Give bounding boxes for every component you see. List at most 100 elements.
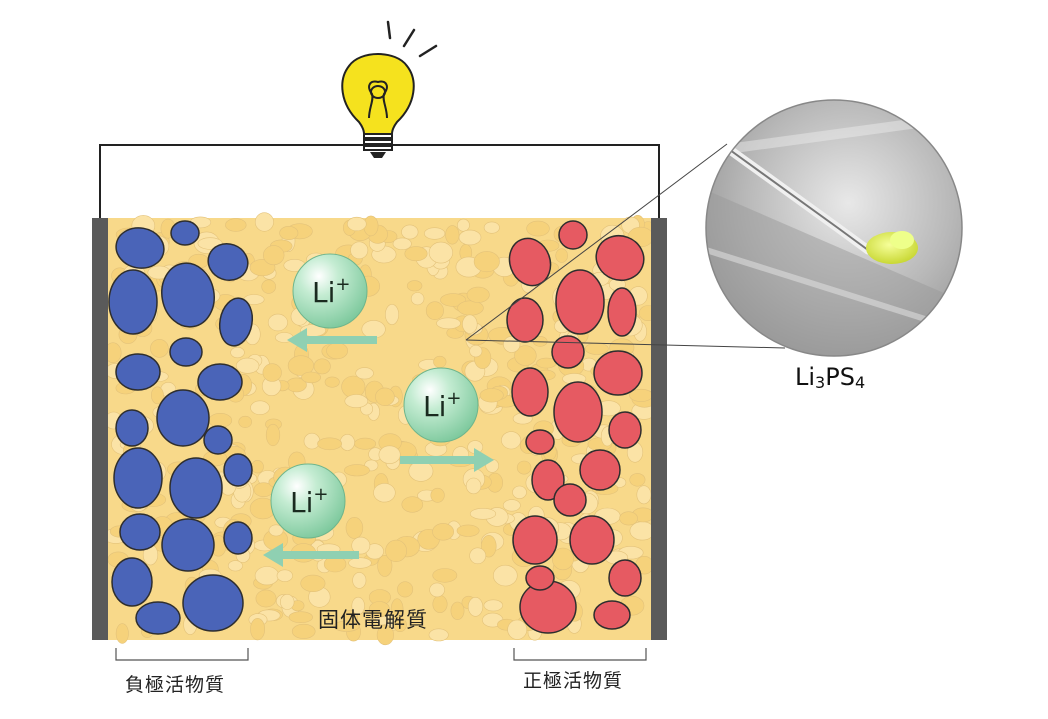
electrolyte-grain <box>301 371 322 384</box>
anode-particle <box>203 425 233 455</box>
electrolyte-grain <box>456 524 480 537</box>
electrolyte-grain <box>254 566 280 586</box>
anode-particle <box>169 337 203 367</box>
electrolyte-grain <box>428 628 449 642</box>
li3ps4-formula-label: Li3PS4 <box>795 363 865 392</box>
cathode-particle <box>593 350 643 396</box>
anode-particle <box>218 297 254 347</box>
cathode-particle <box>593 600 631 630</box>
cathode-particle <box>608 559 642 597</box>
electrolyte-grain <box>350 241 369 260</box>
electrolyte-grain <box>375 387 395 406</box>
cathode-particle <box>506 297 544 343</box>
electrolyte-grain <box>343 464 370 477</box>
electrolyte-grain <box>503 335 521 353</box>
electrolyte-grain <box>265 423 281 447</box>
cathode-particle <box>608 411 642 449</box>
formula-ps: PS <box>825 363 855 391</box>
electrolyte-grain <box>333 620 360 632</box>
ion-charge: + <box>313 484 328 505</box>
ion-symbol: Li <box>312 276 335 309</box>
zoom-line-upper <box>465 143 728 341</box>
anode-particle <box>115 227 165 269</box>
formula-sub-4: 4 <box>854 373 866 392</box>
lithium-ion-middle: Li+ <box>403 367 479 443</box>
electrolyte-grain <box>469 344 483 358</box>
electrolyte-grain <box>313 358 331 375</box>
cathode-particle <box>569 515 615 565</box>
cathode-particle <box>558 220 588 250</box>
electrolyte-grain <box>629 473 646 487</box>
electrolyte-grain <box>261 279 277 294</box>
electrolyte-grain <box>408 460 434 482</box>
electrolyte-grain <box>115 623 129 644</box>
electrolyte-grain <box>324 376 340 388</box>
electrolyte-grain <box>440 293 467 307</box>
formula-li: Li <box>795 363 816 391</box>
electrolyte-grain <box>479 388 504 403</box>
electrolyte-grain <box>280 594 295 610</box>
cathode-particles <box>506 220 645 634</box>
electrolyte-grain <box>483 221 500 234</box>
ion-charge: + <box>446 388 461 409</box>
ion-arrow-right-middle <box>400 448 494 472</box>
cathode-particle <box>531 459 565 501</box>
electrolyte-grain <box>457 300 484 316</box>
electrolyte-grain <box>150 386 164 405</box>
electrolyte-grain <box>254 212 274 232</box>
anode-particle <box>135 601 181 635</box>
electrolyte-grain <box>276 569 293 582</box>
electrolyte-grain <box>401 224 419 240</box>
electrolyte-grain <box>619 511 638 526</box>
electrolyte-grain <box>373 483 396 503</box>
electrolyte-grain <box>251 460 264 474</box>
electrolyte-grain <box>629 521 655 541</box>
anode-particle <box>223 521 253 555</box>
electrolyte-grain <box>584 342 609 355</box>
electrolyte-grain <box>300 574 326 593</box>
electrolyte-grain <box>208 412 233 428</box>
anode-particle <box>207 243 249 281</box>
electrolyte-grain <box>291 623 316 639</box>
electrolyte-grain <box>392 237 412 251</box>
electrolyte-grain <box>384 303 399 325</box>
solid-electrolyte-label: 固体電解質 <box>318 608 428 632</box>
electrolyte-grain <box>456 218 470 232</box>
electrolyte-grain <box>465 477 482 495</box>
electrolyte-grain <box>507 619 528 640</box>
electrolyte-grain <box>378 445 401 464</box>
electrolyte-grain <box>368 601 390 618</box>
electrolyte-grain <box>267 313 288 332</box>
electrolyte-grain <box>502 499 521 512</box>
electrolyte-grain <box>467 596 484 617</box>
cathode-particle <box>525 429 555 455</box>
electrolyte-grain <box>303 432 321 450</box>
electrolyte-grain <box>279 226 299 241</box>
electrolyte-grain <box>432 595 448 614</box>
electrolyte-grain <box>339 433 355 451</box>
electrolyte-grain <box>393 617 407 632</box>
electrolyte-grain <box>458 229 482 246</box>
electrolyte-grain <box>227 560 243 572</box>
electrolyte-grain <box>377 555 393 577</box>
electrolyte-grain <box>230 346 245 359</box>
ion-charge: + <box>335 274 350 295</box>
electrolyte-grain <box>430 487 445 503</box>
electrolyte-grain <box>425 301 444 321</box>
electrolyte-grain <box>397 581 414 598</box>
electrolyte-grain <box>344 394 369 408</box>
electrolyte-grain <box>225 218 247 232</box>
li3ps4-photo-inset <box>706 100 962 356</box>
cathode-particle <box>553 483 587 517</box>
electrolyte-grain <box>555 248 569 263</box>
anode-particle <box>113 447 163 509</box>
anode-bracket <box>115 648 249 661</box>
ion-arrow-left-upper <box>287 328 377 352</box>
electrolyte-grain <box>469 547 487 565</box>
electrolyte-grain <box>250 400 270 415</box>
cathode-particle <box>553 381 603 443</box>
electrolyte-grain <box>268 524 284 537</box>
electrolyte-grain <box>250 617 265 641</box>
lithium-ion-upper: Li+ <box>292 253 368 329</box>
